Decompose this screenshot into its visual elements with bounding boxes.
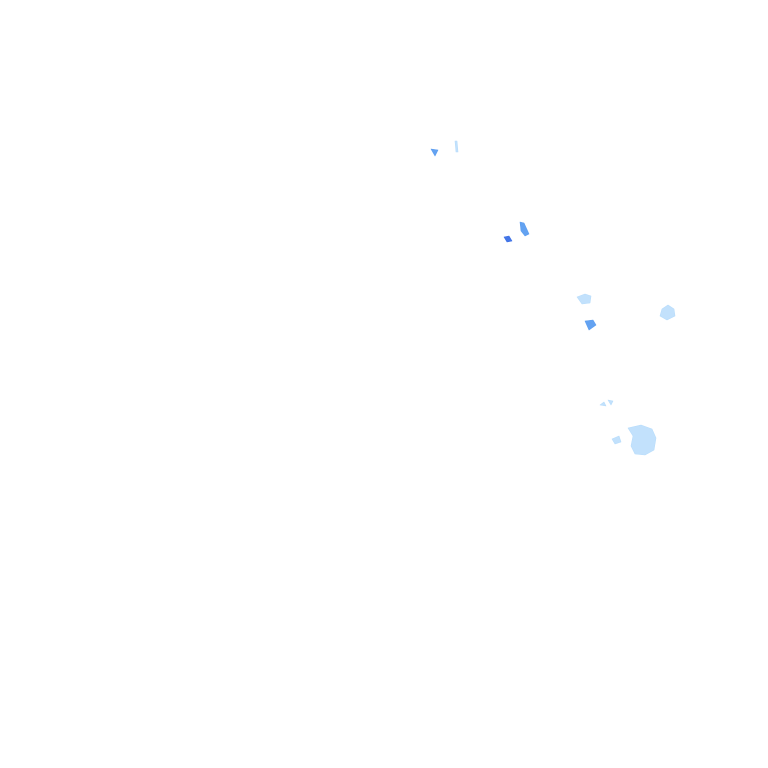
precip-echo-11 (627, 424, 657, 456)
precip-echo-1 (430, 148, 439, 157)
precip-echo-8 (599, 401, 607, 407)
precip-echo-3 (503, 235, 513, 243)
precip-echo-4 (519, 221, 530, 237)
precip-echo-10 (611, 435, 622, 445)
precip-echo-6 (584, 319, 597, 331)
precip-echo-7 (659, 304, 676, 321)
precip-echo-9 (607, 399, 614, 406)
precipitation-layer (430, 140, 676, 456)
precip-echo-2 (454, 140, 459, 153)
precip-echo-5 (576, 293, 592, 305)
